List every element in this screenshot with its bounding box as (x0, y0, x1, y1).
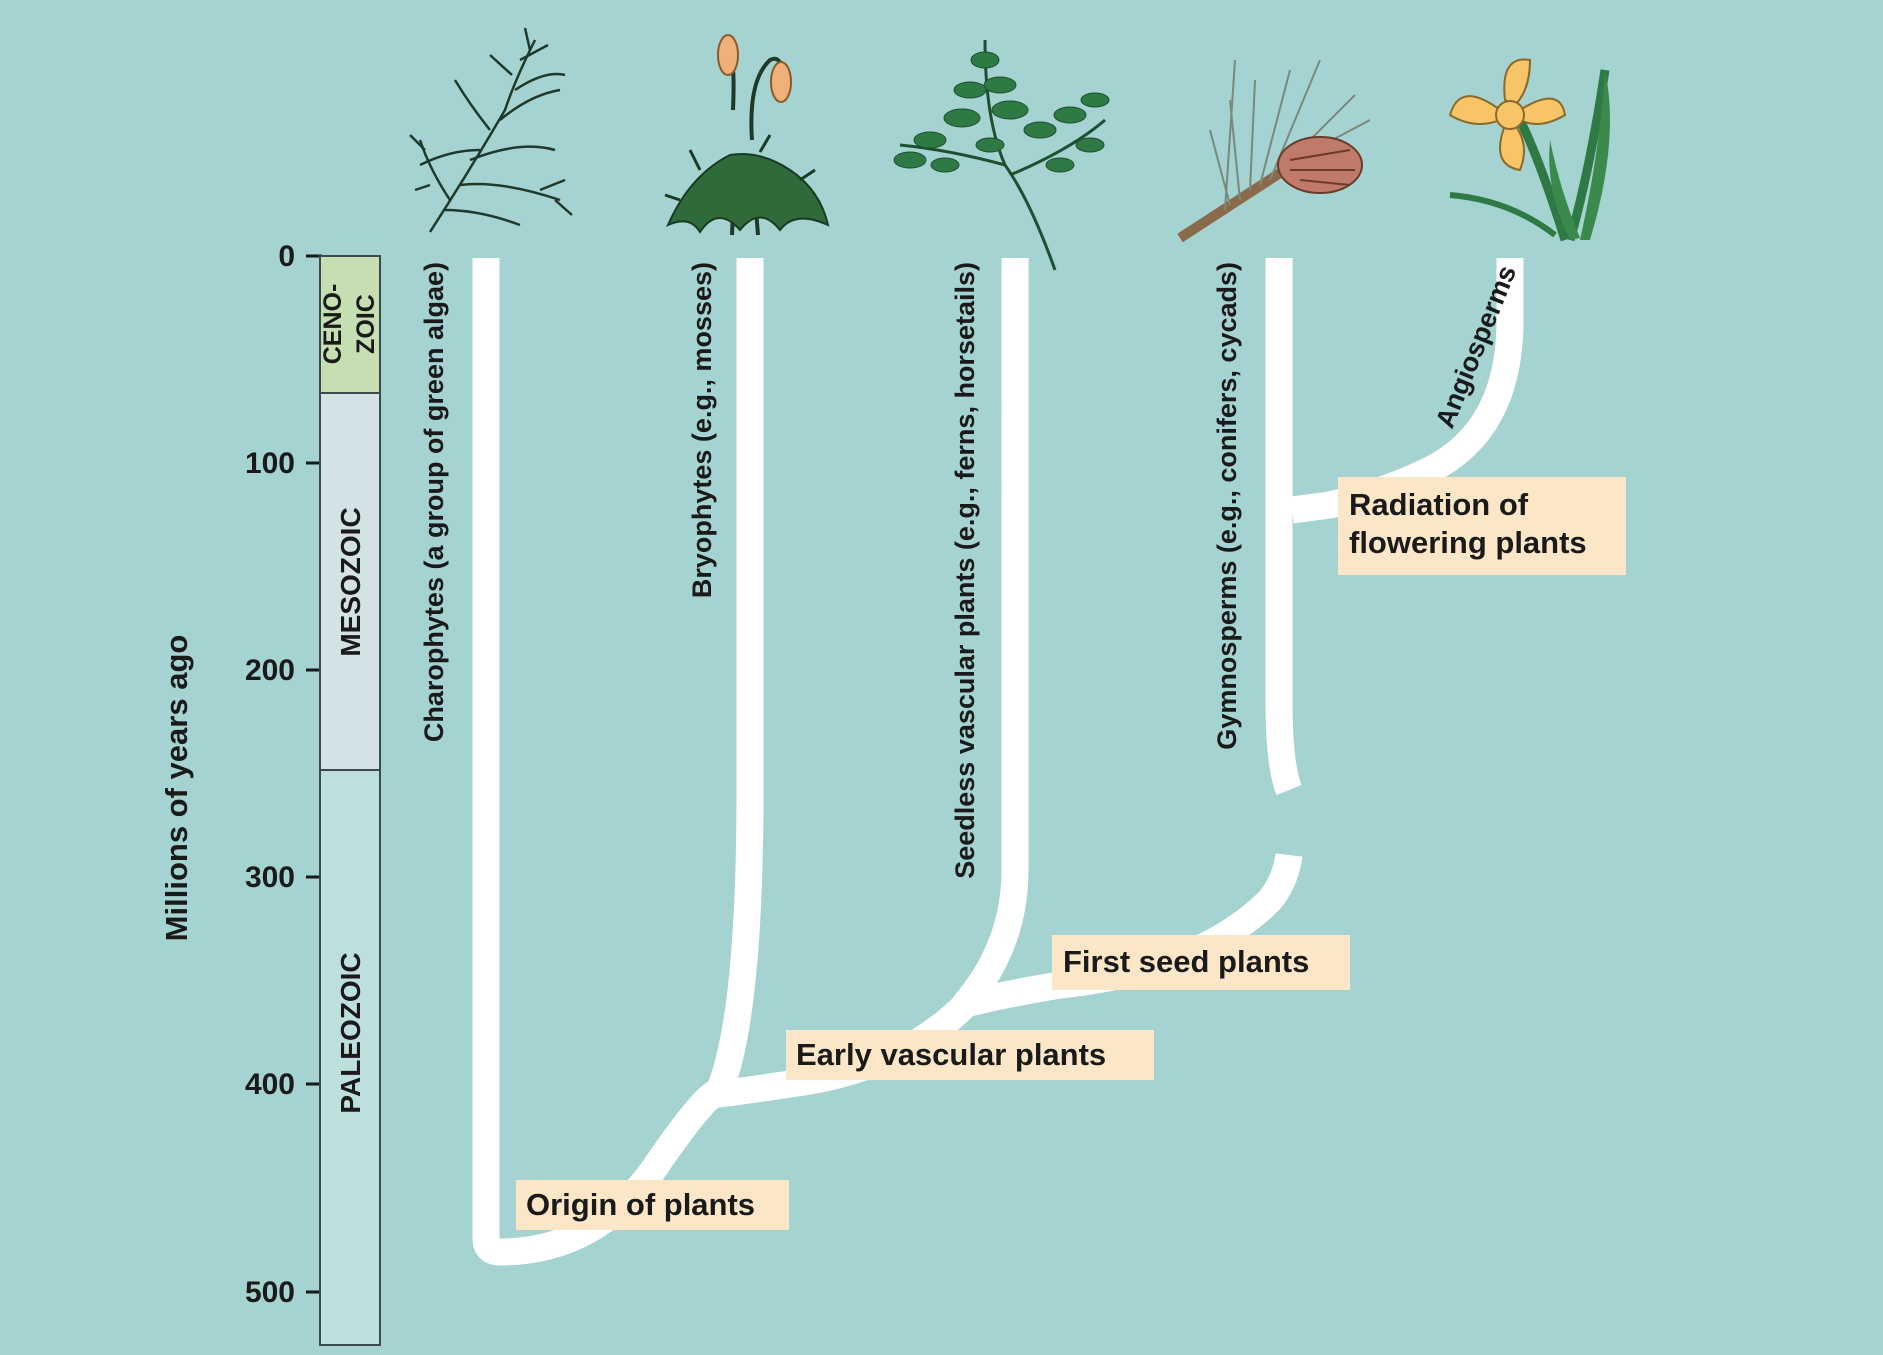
lineage-label-gymnosperms: Gymnosperms (e.g., conifers, cycads) (1212, 262, 1242, 750)
event-early-vascular-label: Early vascular plants (796, 1037, 1106, 1072)
era-cenozoic-label-2: ZOIC (352, 294, 380, 354)
lineage-label-bryophytes: Bryophytes (e.g., mosses) (687, 262, 717, 598)
tick-label-0: 0 (278, 240, 295, 273)
tick-label-500: 500 (245, 1276, 295, 1309)
lineage-label-charophytes: Charophytes (a group of green algae) (419, 262, 449, 742)
lineage-label-seedless-vascular: Seedless vascular plants (e.g., ferns, h… (950, 262, 980, 879)
event-radiation-label-1: Radiation of (1349, 487, 1529, 522)
era-mesozoic-label: MESOZOIC (335, 507, 366, 656)
event-first-seed: First seed plants (1052, 935, 1350, 990)
event-first-seed-label: First seed plants (1063, 944, 1309, 979)
event-origin-label: Origin of plants (526, 1187, 755, 1222)
tick-label-100: 100 (245, 447, 295, 480)
event-origin: Origin of plants (516, 1180, 789, 1230)
axis-title: Millions of years ago (159, 635, 194, 942)
branch-gymnosperms (1279, 258, 1289, 790)
tick-label-200: 200 (245, 654, 295, 687)
era-paleozoic-label: PALEOZOIC (335, 952, 366, 1113)
era-cenozoic-label-1: CENO- (319, 284, 347, 365)
event-radiation-label-2: flowering plants (1349, 525, 1587, 560)
event-early-vascular: Early vascular plants (786, 1030, 1154, 1080)
event-radiation: Radiation of flowering plants (1338, 477, 1626, 575)
tick-label-300: 300 (245, 861, 295, 894)
tick-label-400: 400 (245, 1068, 295, 1101)
era-column: CENO- ZOIC MESOZOIC PALEOZOIC (319, 256, 380, 1345)
